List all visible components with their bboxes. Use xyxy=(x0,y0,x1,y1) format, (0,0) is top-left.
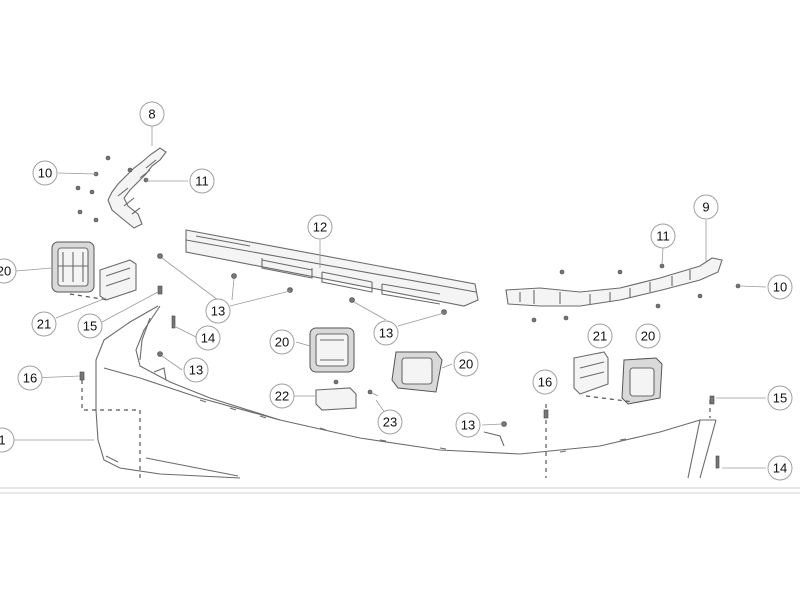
right-reflector-bracket-part xyxy=(573,351,609,395)
callout-8: 8 xyxy=(139,101,165,127)
callout-22: 22 xyxy=(269,383,295,409)
callout-10: 10 xyxy=(32,160,58,186)
callout-15-left-label: 15 xyxy=(83,319,97,334)
callout-10-right-label: 10 xyxy=(773,280,787,295)
callout-13-left-label: 13 xyxy=(189,363,203,378)
callout-10-right: 10 xyxy=(767,274,793,300)
callout-13-bottom-label: 13 xyxy=(461,418,475,433)
callout-13-center-label: 13 xyxy=(379,326,393,341)
callout-20-left: 20 xyxy=(0,258,17,284)
license-plate-bracket-part xyxy=(315,379,379,411)
callout-14-right: 14 xyxy=(767,455,793,481)
callout-15-left: 15 xyxy=(77,313,103,339)
center-reflector-right-part xyxy=(391,351,443,393)
callout-20-right-label: 20 xyxy=(641,329,655,344)
callout-15-right: 15 xyxy=(767,385,793,411)
callout-16-right: 16 xyxy=(532,369,558,395)
callout-9-label: 9 xyxy=(702,200,709,215)
callout-23: 23 xyxy=(377,409,403,435)
callout-1: 1 xyxy=(0,427,15,453)
callout-12: 12 xyxy=(307,214,333,240)
callout-11-label: 11 xyxy=(195,174,209,189)
callout-11-right-label: 11 xyxy=(656,229,670,244)
callout-8-label: 8 xyxy=(148,107,155,122)
right-side-bracket-part xyxy=(505,257,741,323)
callout-10-label: 10 xyxy=(38,166,52,181)
callout-20-center-left-label: 20 xyxy=(275,335,289,350)
callout-labels: 8 10 11 12 9 11 10 20 13 21 15 14 13 20 … xyxy=(0,101,793,481)
callout-22-label: 22 xyxy=(275,389,289,404)
callout-20-center-right: 20 xyxy=(453,351,479,377)
callout-13-bottom: 13 xyxy=(455,412,481,438)
callout-9: 9 xyxy=(693,194,719,220)
callout-21-left-label: 21 xyxy=(37,317,51,332)
callout-11-right: 11 xyxy=(650,223,676,249)
callout-20-left-label: 20 xyxy=(0,264,11,279)
callout-11: 11 xyxy=(189,168,215,194)
callout-21-left: 21 xyxy=(31,311,57,337)
callout-20-center-right-label: 20 xyxy=(459,357,473,372)
left-reflector-part xyxy=(51,241,95,293)
callout-23-label: 23 xyxy=(383,415,397,430)
callout-21-right: 21 xyxy=(587,323,613,349)
callout-15-right-label: 15 xyxy=(773,391,787,406)
leader-lines xyxy=(14,126,767,469)
callout-16-left-label: 16 xyxy=(23,371,37,386)
left-side-bracket-part xyxy=(75,147,167,229)
callout-12-label: 12 xyxy=(313,220,327,235)
callout-21-right-label: 21 xyxy=(593,329,607,344)
right-reflector-part xyxy=(585,357,663,405)
callout-13-top-label: 13 xyxy=(211,304,225,319)
center-reflector-left-part xyxy=(309,327,355,373)
left-reflector-bracket-part xyxy=(69,259,137,301)
callout-13-top: 13 xyxy=(205,298,231,324)
clip-fasteners xyxy=(79,253,720,469)
callout-13-center: 13 xyxy=(373,320,399,346)
callout-16-right-label: 16 xyxy=(538,375,552,390)
callout-16-left: 16 xyxy=(17,365,43,391)
bumper-cover-part xyxy=(95,305,717,479)
callout-1-label: 1 xyxy=(0,433,6,448)
callout-20-center-left: 20 xyxy=(269,329,295,355)
callout-14-left-label: 14 xyxy=(201,331,215,346)
callout-20-right: 20 xyxy=(635,323,661,349)
center-absorber-bar-part xyxy=(185,229,479,307)
callout-14-left: 14 xyxy=(195,325,221,351)
callout-13-left: 13 xyxy=(183,357,209,383)
callout-14-right-label: 14 xyxy=(773,461,787,476)
